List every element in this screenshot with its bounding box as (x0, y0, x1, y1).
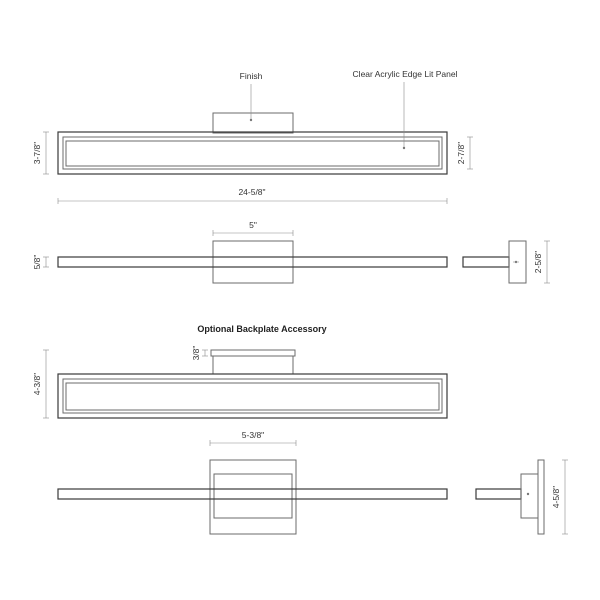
canopy-backplate-front (212, 355, 294, 375)
backplate-canopy (213, 473, 293, 519)
dim-backplate-front-height: 4-3/8" (32, 373, 42, 395)
backplate-outer (209, 459, 297, 535)
dim-backplate-thickness: 3/8" (191, 346, 201, 361)
panel-label: Clear Acrylic Edge Lit Panel (353, 69, 458, 79)
dim-front-height: 3-7/8" (32, 142, 42, 164)
canopy-side (508, 240, 527, 284)
canopy-front (212, 112, 294, 134)
finish-label: Finish (240, 71, 263, 81)
dim-overall-width: 24-5/8" (238, 187, 265, 197)
side-view: 2-5/8" (462, 240, 550, 284)
front-view: Finish Clear Acrylic Edge Lit Panel 3-7/… (32, 69, 473, 204)
fixture-body-front (57, 131, 448, 175)
fixture-frame-inner-2 (62, 378, 443, 414)
backplate-edge (210, 349, 296, 357)
fixture-arm-backplate-side (475, 488, 522, 500)
dim-canopy-width: 5" (249, 220, 257, 230)
section-title: Optional Backplate Accessory (197, 324, 326, 334)
dim-backplate-side-height: 4-5/8" (551, 486, 561, 508)
acrylic-panel-2 (65, 382, 440, 411)
acrylic-panel (65, 140, 440, 167)
fixture-arm-side (462, 256, 510, 268)
dim-backplate-width: 5-3/8" (242, 430, 264, 440)
fixture-body-top (57, 256, 448, 268)
fixture-body-backplate-front (57, 373, 448, 419)
backplate-side-view: 4-5/8" (475, 459, 568, 535)
fixture-frame-inner (62, 136, 443, 170)
fixture-body-backplate-top (57, 488, 448, 500)
backplate-side (537, 459, 545, 535)
backplate-top-view: 5-3/8" (57, 430, 448, 535)
backplate-front-view: 3/8" 4-3/8" (32, 346, 448, 419)
dim-side-depth: 2-5/8" (533, 251, 543, 273)
canopy-top (212, 240, 294, 284)
dim-thickness: 5/8" (32, 255, 42, 270)
dim-panel-height: 2-7/8" (456, 142, 466, 164)
top-view: 5" 5/8" (32, 220, 448, 284)
canopy-backplate-side (520, 473, 539, 519)
